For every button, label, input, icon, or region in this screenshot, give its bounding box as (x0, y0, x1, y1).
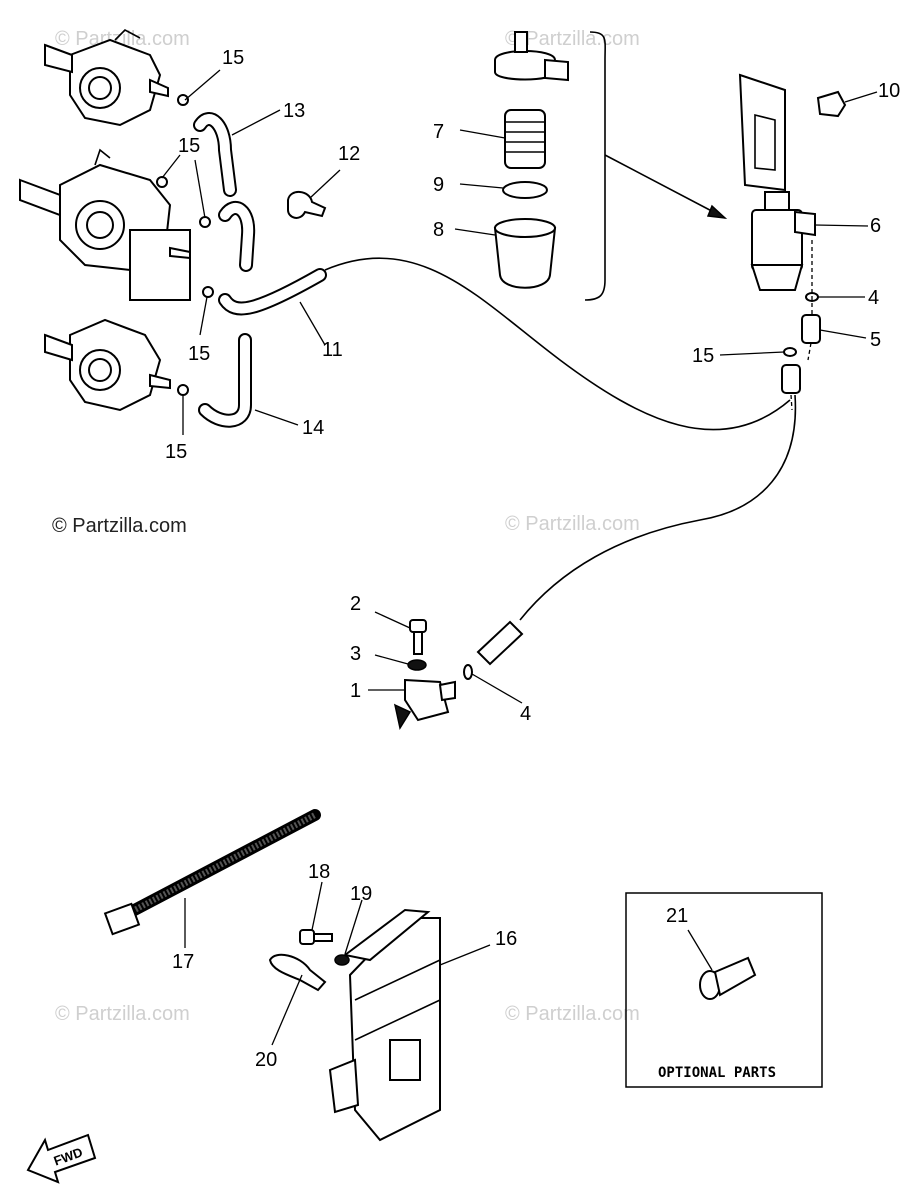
arrow-to-filter (604, 154, 726, 219)
joint-lower-right (781, 364, 801, 394)
nut-10 (816, 90, 847, 118)
bolt-2 (409, 619, 427, 655)
cable-tie-17 (103, 809, 321, 936)
watermark-top-right: © Partzilla.com (505, 28, 640, 50)
callout-20: 20 (255, 1049, 277, 1071)
callout-15-bottom: 15 (165, 441, 187, 463)
fuel-joint-1 (393, 678, 456, 730)
washer-19 (334, 954, 350, 966)
callout-4-lower: 4 (520, 703, 531, 725)
filter-cup-8 (493, 218, 557, 289)
filter-bracket-10 (738, 73, 786, 192)
fuel-line-main (324, 257, 791, 431)
callout-15-lower: 15 (188, 343, 210, 365)
carburetor-bottom (44, 318, 171, 412)
carburetor-top (44, 29, 169, 127)
filter-bracket-line (584, 31, 606, 301)
callout-16: 16 (495, 928, 517, 950)
hose-clip-15-mid-a (156, 176, 168, 188)
callout-21: 21 (666, 905, 688, 927)
callout-15-right: 15 (692, 345, 714, 367)
watermark-bottom-left: © Partzilla.com (55, 1003, 190, 1025)
watermark-mid-right: © Partzilla.com (505, 513, 640, 535)
screw-18 (299, 929, 333, 945)
hose-clip-15-mid-c (202, 286, 214, 298)
hose-14 (198, 333, 252, 428)
callout-3: 3 (350, 643, 361, 665)
callout-2: 2 (350, 593, 361, 615)
washer-3 (407, 659, 427, 671)
callout-5: 5 (870, 329, 881, 351)
callout-17: 17 (172, 951, 194, 973)
callout-13: 13 (283, 100, 305, 122)
o-ring-9 (502, 181, 548, 199)
watermark-top-left: © Partzilla.com (55, 28, 190, 50)
clamp-20 (268, 953, 327, 992)
drain-screw-21 (699, 956, 757, 1000)
callout-10: 10 (878, 80, 900, 102)
optional-parts-box (625, 892, 823, 1088)
bracket-16 (328, 908, 441, 1142)
hose-connector-lower (476, 620, 524, 666)
callout-18: 18 (308, 861, 330, 883)
callout-11: 11 (322, 339, 343, 361)
filter-cap (494, 31, 569, 82)
copyright-text: © Partzilla.com (52, 515, 187, 537)
callout-12: 12 (338, 143, 360, 165)
hose-clip-15-mid-b (199, 216, 211, 228)
watermark-bottom-right: © Partzilla.com (505, 1003, 640, 1025)
callout-7: 7 (433, 121, 444, 143)
callout-1: 1 (350, 680, 361, 702)
callout-4-right: 4 (868, 287, 879, 309)
callout-8: 8 (433, 219, 444, 241)
joint-5 (801, 314, 821, 344)
callout-6: 6 (870, 215, 881, 237)
clip-4-lower (463, 664, 473, 680)
clamp-12 (287, 191, 327, 219)
callout-15-mid: 15 (178, 135, 200, 157)
carburetor-middle (19, 148, 191, 301)
callout-14: 14 (302, 417, 324, 439)
callout-9: 9 (433, 174, 444, 196)
hose-clip-15-top (177, 94, 189, 106)
fuel-filter-6 (750, 191, 816, 291)
fwd-arrow-icon: FWD (26, 1133, 97, 1184)
optional-parts-label: OPTIONAL PARTS (658, 1065, 776, 1081)
filter-element-7 (504, 109, 546, 169)
callout-19: 19 (350, 883, 372, 905)
hose-clip-15-bottom (177, 384, 189, 396)
clip-15-right (783, 347, 797, 357)
callout-15-top: 15 (222, 47, 244, 69)
